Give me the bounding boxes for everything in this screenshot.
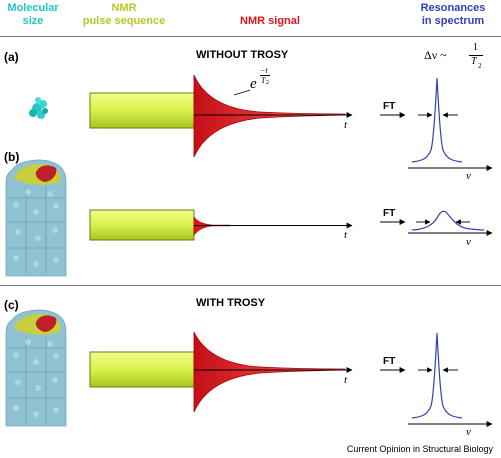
resonance-peak-c xyxy=(411,332,463,419)
header-divider xyxy=(0,36,501,37)
time-label-b: t xyxy=(344,229,348,241)
ft-label-c: FT xyxy=(383,356,396,367)
frequency-label-c: ν xyxy=(466,426,471,438)
large-protein-b xyxy=(5,159,67,277)
large-protein-c xyxy=(5,309,67,427)
panel-divider xyxy=(0,285,501,286)
pulse-block-b xyxy=(89,209,195,241)
time-label-a: t xyxy=(344,119,348,131)
header-pulse-sequence: NMR pulse sequence xyxy=(82,2,166,27)
header-molecular-size: Molecular size xyxy=(7,2,59,27)
fid-signal-c xyxy=(193,331,346,413)
panel-label-a: (a) xyxy=(4,50,19,64)
resonance-peak-b xyxy=(411,210,485,231)
frequency-label-b: ν xyxy=(466,236,471,248)
ft-label-a: FT xyxy=(383,101,396,112)
resonance-peak-a xyxy=(411,77,463,163)
pulse-block-a xyxy=(89,92,195,129)
panel-label-c: (c) xyxy=(4,298,19,312)
header-resonances: Resonances in spectrum xyxy=(420,2,486,27)
title-without-trosy: WITHOUT TROSY xyxy=(196,49,289,61)
decay-equation: e −t T 2 xyxy=(250,66,270,92)
ft-label-b: FT xyxy=(383,208,396,219)
time-label-c: t xyxy=(344,374,348,386)
small-molecule xyxy=(29,97,48,119)
panel-label-b: (b) xyxy=(4,150,20,164)
header-nmr-signal: NMR signal xyxy=(240,15,300,27)
frequency-label-a: ν xyxy=(466,170,471,182)
linewidth-equation: Δν ~ 1 T 2 xyxy=(424,42,483,70)
journal-credit: Current Opinion in Structural Biology xyxy=(346,444,493,454)
title-with-trosy: WITH TROSY xyxy=(196,297,266,309)
pulse-block-c xyxy=(89,351,195,388)
